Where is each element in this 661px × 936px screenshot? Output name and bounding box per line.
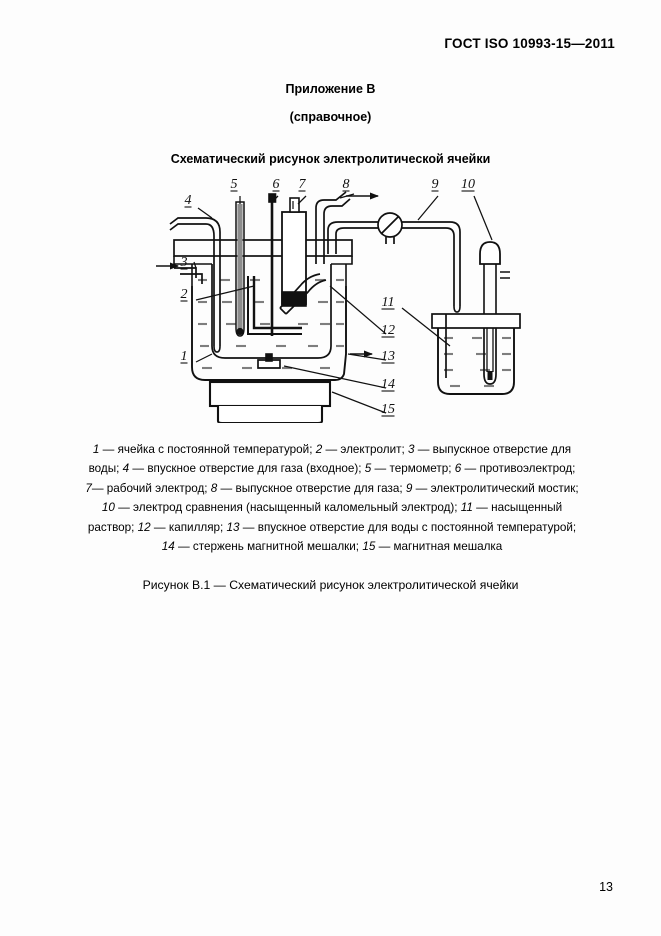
callout-label-4: 4 (185, 193, 192, 208)
leader-10 (473, 195, 493, 241)
gas-inlet-tube-4-inner (169, 223, 215, 346)
stopcock-handle (380, 215, 400, 235)
thermometer-bulb (236, 327, 244, 336)
callout-label-3: 3 (180, 255, 188, 270)
working-electrode-7-body (281, 211, 307, 305)
annex-subtitle: (справочное) (289, 110, 372, 124)
reference-electrode-10-sidearm (500, 271, 510, 279)
callout-label-15: 15 (381, 402, 395, 417)
stir-bar-14 (257, 359, 281, 369)
callout-label-2: 2 (181, 287, 188, 302)
leader-8 (339, 193, 355, 199)
leader-4 (197, 207, 213, 219)
right-beaker-lid (431, 313, 521, 329)
stopcock-drain (385, 237, 395, 244)
legend-line-5: раствор; 12 — капилляр; 13 — впускное от… (87, 520, 577, 534)
document-header-standard-number: ГОСТ ISO 10993-15—2011 (444, 36, 615, 51)
callout-label-13: 13 (381, 349, 395, 364)
legend-line-3: 7— рабочий электрод; 8 — выпускное отвер… (85, 481, 579, 495)
figure-caption: Рисунок В.1 — Схематический рисунок элек… (142, 578, 519, 592)
leader-2 (195, 285, 255, 301)
leader-13 (347, 353, 387, 361)
reference-electrode-10-frit (487, 371, 493, 380)
stir-bar-14-knob (265, 353, 273, 362)
gas-outlet-tube-8 (315, 191, 347, 264)
legend-line-4: 10 — электрод сравнения (насыщенный кало… (101, 501, 563, 515)
counter-electrode-bracket-2 (247, 276, 302, 335)
right-beaker-vessel (437, 328, 515, 395)
callout-label-11: 11 (382, 295, 395, 310)
callout-label-6: 6 (273, 177, 280, 192)
callout-label-8: 8 (343, 177, 350, 192)
saturated-solution-ticks (444, 336, 511, 388)
counter-electrode-terminal (268, 193, 277, 203)
gas-inlet-tube-4 (169, 217, 221, 346)
annex-title: Приложение В (285, 82, 376, 96)
counter-electrode-bracket (252, 276, 302, 330)
legend-line-1: 1 — ячейка с постоянной температурой; 2 … (92, 443, 572, 456)
leader-3 (193, 261, 197, 269)
lid-right-skirt (331, 256, 353, 265)
thermometer-5 (235, 201, 245, 337)
magnetic-stirrer-15-base (216, 406, 324, 423)
figure-heading: Схематический рисунок электролитической … (170, 152, 491, 166)
callout-label-12: 12 (381, 323, 395, 338)
gas-inlet-tip (213, 345, 221, 353)
reference-electrode-10-stem (483, 264, 497, 314)
electrolyte-level-ticks (198, 278, 344, 370)
leader-11 (401, 307, 451, 347)
figure-legend: 1 — ячейка с постоянной температурой; 2 … (58, 440, 606, 556)
callout-label-5: 5 (231, 177, 238, 192)
cell-lid-plate (173, 239, 353, 257)
working-electrode-7-neck (289, 197, 300, 213)
callout-label-14: 14 (381, 377, 395, 392)
salt-bridge-9-tip (453, 305, 461, 313)
leader-15 (331, 391, 387, 414)
reference-electrode-10-head (479, 241, 501, 265)
leader-7 (297, 195, 307, 205)
capillary-12-tip (279, 307, 287, 315)
page-number: 13 (599, 880, 613, 894)
leader-12 (329, 285, 387, 335)
legend-line-2: воды; 4 — впускное отверстие для газа (в… (88, 462, 576, 476)
gas-outlet-tube-8-inner (323, 198, 351, 264)
cell-outer-jacket (191, 286, 347, 381)
leader-6 (273, 195, 279, 201)
leader-9 (417, 195, 439, 221)
reference-electrode-10-inner (486, 328, 494, 372)
thermometer-mercury-column (237, 204, 243, 330)
callout-label-1: 1 (181, 349, 188, 364)
magnetic-stirrer-15-top (208, 380, 332, 408)
leader-14 (283, 365, 387, 389)
callout-label-7: 7 (299, 177, 307, 192)
water-outlet-3-tube-2 (180, 273, 203, 284)
reference-electrode-10-body (483, 328, 497, 385)
working-electrode-7-tip (281, 291, 307, 307)
capillary-12-inner (285, 279, 327, 315)
capillary-12-outer (279, 273, 321, 309)
salt-bridge-9-tube-inner (335, 227, 455, 306)
callout-leader-lines (193, 193, 493, 414)
callout-label-9: 9 (432, 177, 439, 192)
callout-label-10: 10 (461, 177, 475, 192)
leader-1 (195, 353, 213, 363)
legend-line-6: 14 — стержень магнитной мешалки; 15 — ма… (161, 540, 503, 554)
